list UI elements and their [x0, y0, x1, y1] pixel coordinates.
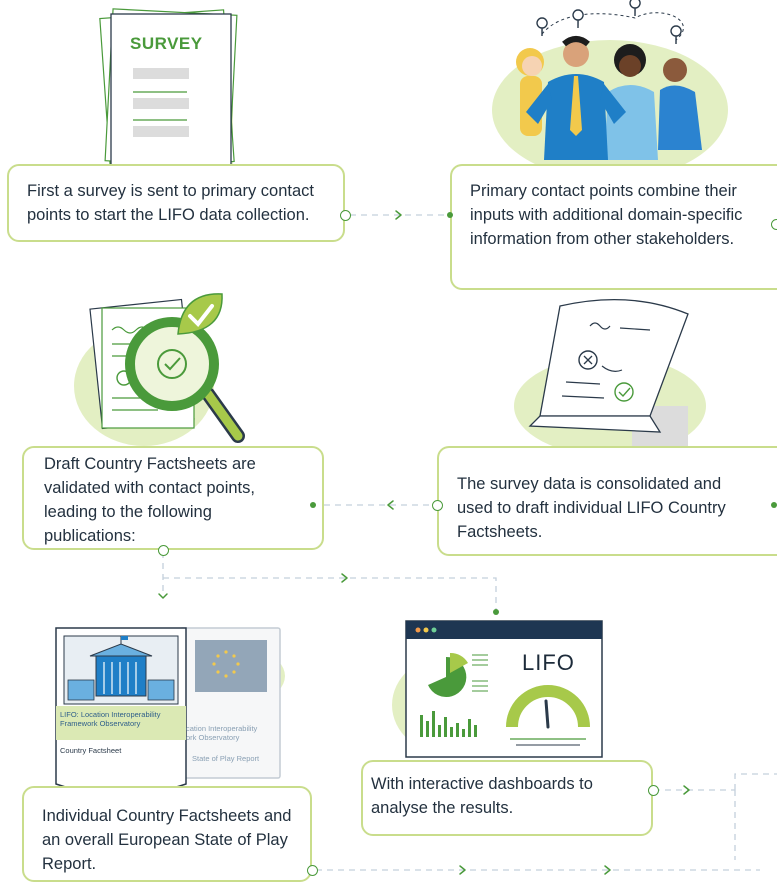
report-back-title: cation Interoperability ork Observatory: [186, 724, 258, 742]
step-contact-points-text: Primary contact points combine their inp…: [470, 182, 743, 248]
step-survey-card: First a survey is sent to primary contac…: [7, 164, 345, 242]
validation-magnifier-illustration: [74, 293, 245, 446]
step-consolidation-card: The survey data is consolidated and used…: [437, 446, 777, 556]
factsheet-front-subtitle: Country Factsheet: [60, 746, 122, 755]
step-dashboard-card: With interactive dashboards to analyse t…: [361, 760, 653, 836]
report-back-subtitle: State of Play Report: [192, 754, 260, 763]
step-validation-text: Draft Country Factsheets are validated w…: [44, 455, 256, 545]
stakeholders-illustration: [492, 0, 728, 180]
connector-dot: [493, 609, 499, 615]
factsheet-front-title: LIFO: Location Interoperability Framewor…: [60, 710, 161, 728]
step-publications-card: Individual Country Factsheets and an ove…: [22, 786, 312, 882]
connector-dot: [340, 210, 351, 221]
step-publications-text: Individual Country Factsheets and an ove…: [42, 807, 292, 873]
survey-document-illustration: [99, 8, 238, 171]
connector-dot: [307, 865, 318, 876]
dashboard-illustration: [392, 620, 603, 758]
dashboard-title: LIFO: [522, 650, 575, 675]
connector-dot: [771, 502, 777, 508]
connector-dot: [310, 502, 316, 508]
step-dashboard-text: With interactive dashboards to analyse t…: [371, 775, 593, 817]
consolidation-document-illustration: [514, 298, 706, 456]
step-contact-points-card: Primary contact points combine their inp…: [450, 164, 777, 290]
connector-dot: [648, 785, 659, 796]
step-consolidation-text: The survey data is consolidated and used…: [457, 475, 726, 541]
connector-dot: [432, 500, 443, 511]
step-survey-text: First a survey is sent to primary contac…: [27, 182, 315, 224]
connector-dot: [158, 545, 169, 556]
step-validation-card: Draft Country Factsheets are validated w…: [22, 446, 324, 550]
factsheets-illustration: [55, 627, 285, 796]
connector-dot: [447, 212, 453, 218]
survey-title: SURVEY: [130, 34, 203, 53]
connector-dot: [771, 219, 777, 230]
